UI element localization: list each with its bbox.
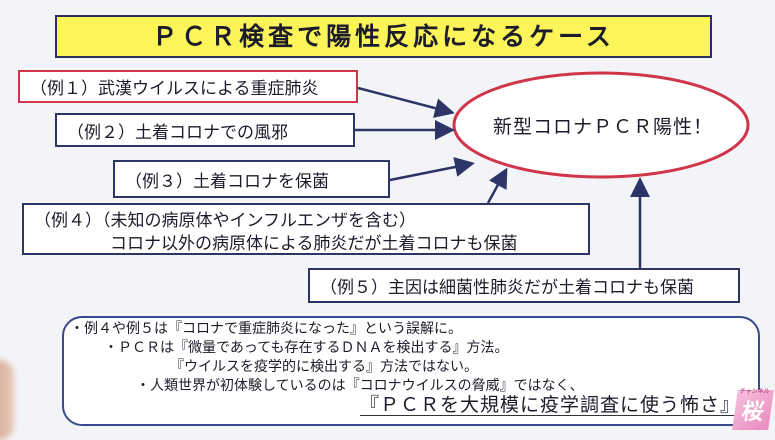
example-2-box: （例２）土着コロナでの風邪 [55,113,355,147]
note-4: ・人類世界が初体験しているのは『コロナウイルスの脅威』ではなく、 [136,378,584,394]
slide-title: ＰＣＲ検査で陽性反応になるケース [55,15,712,58]
result-label: 新型コロナＰＣＲ陽性！ [492,116,713,138]
example-3-box: （例３）土着コロナを保菌 [113,160,390,198]
example-5-label: （例５）主因は細菌性肺炎だが土着コロナも保菌 [320,278,694,298]
example-2-label: （例２）土着コロナでの風邪 [67,122,288,143]
logo-text: 桜 [739,400,766,425]
notes-box: ・例４や例５は『コロナで重症肺炎になった』という誤解に。 ・ＰＣＲは『微量であっ… [62,316,760,426]
note-2: ・ＰＣＲは『微量であっても存在するＤＮＡを検出する』方法。 [104,340,509,356]
channel-logo: チャンネル 桜 [732,388,774,430]
arrow-example-4 [486,167,508,204]
note-1: ・例４や例５は『コロナで重症肺炎になった』という誤解に。 [70,321,462,337]
example-4-line2: コロナ以外の病原体による肺炎だが土着コロナも保菌 [110,234,518,254]
example-4-box: （例４）（未知の病原体やインフルエンザを含む） コロナ以外の病原体による肺炎だが… [22,203,590,255]
example-1-box: （例１）武漢ウイルスによる重症肺炎 [18,70,358,103]
note-3: 『ウイルスを疫学的に検出する』方法ではない。 [170,359,478,375]
note-conclusion: 『ＰＣＲを大規模に疫学調査に使う怖さ』 [360,394,741,416]
logo-small-text: チャンネル [739,388,770,395]
presenter-finger [0,360,14,440]
example-3-label: （例３）土着コロナを保菌 [125,171,329,192]
example-5-box: （例５）主因は細菌性肺炎だが土着コロナも保菌 [308,268,740,303]
arrow-example-1 [357,86,455,118]
example-1-label: （例１）武漢ウイルスによる重症肺炎 [30,79,319,99]
example-4-line1: （例４）（未知の病原体やインフルエンザを含む） [34,211,416,231]
arrow-example-3 [389,157,475,182]
